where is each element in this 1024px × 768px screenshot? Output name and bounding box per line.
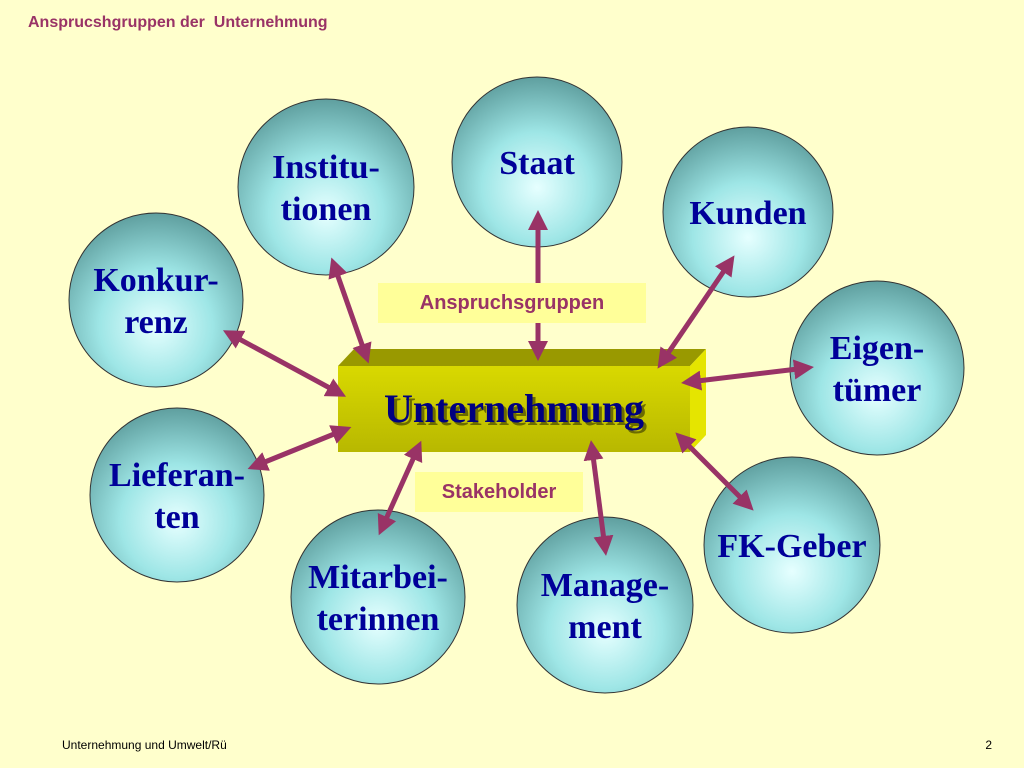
- arrow-lieferanten: [247, 425, 352, 471]
- arrow-mitarbeiterinnen: [377, 440, 423, 536]
- center-box-front: [338, 366, 690, 452]
- arrow-kunden: [657, 255, 735, 369]
- node-circle: [290, 509, 466, 685]
- arrow-management: [583, 440, 614, 556]
- node-konkurrenz: Konkur-renz: [68, 212, 244, 388]
- arrow-eigentuemer: [681, 359, 814, 391]
- node-label: FK-Geber: [717, 528, 866, 565]
- node-label: tionen: [281, 191, 372, 228]
- page-number: 2: [985, 738, 992, 752]
- node-label: renz: [124, 304, 188, 341]
- node-fk-geber: FK-Geber: [703, 456, 881, 634]
- node-label: terinnen: [317, 601, 440, 638]
- arrow-fk-geber: [675, 432, 754, 511]
- node-label: Mitarbei-: [308, 559, 448, 596]
- node-label: Lieferan-: [109, 457, 245, 494]
- arrow-konkurrenz: [222, 330, 347, 397]
- arrow-institutionen: [328, 257, 372, 364]
- node-label: tümer: [833, 372, 922, 409]
- node-institutionen: Institu-tionen: [237, 98, 415, 276]
- node-mitarbeiterinnen: Mitarbei-terinnen: [290, 509, 466, 685]
- node-circle: [237, 98, 415, 276]
- tag-stakeholder: Stakeholder: [415, 472, 583, 512]
- node-staat: Staat: [451, 76, 623, 248]
- footer-text: Unternehmung und Umwelt/Rü: [62, 738, 227, 752]
- node-circle: [789, 280, 965, 456]
- node-eigentuemer: Eigen-tümer: [789, 280, 965, 456]
- node-circle: [89, 407, 265, 583]
- node-circle: [68, 212, 244, 388]
- center-label: Unternehmung: [384, 386, 644, 431]
- node-label: ten: [154, 499, 199, 536]
- node-label: Konkur-: [93, 262, 218, 299]
- node-label: ment: [568, 609, 642, 646]
- center-label-shadow: Unternehmung: [387, 389, 647, 434]
- node-management: Manage-ment: [516, 516, 694, 694]
- center-box-side: [690, 349, 706, 452]
- node-label: Institu-: [272, 149, 380, 186]
- node-label: Eigen-: [830, 330, 924, 367]
- slide-title: Ansprucshgruppen der Unternehmung: [28, 14, 328, 31]
- center-box-top: [338, 349, 706, 366]
- node-label: Staat: [499, 145, 575, 182]
- node-circle: [662, 126, 834, 298]
- tag-anspruchsgruppen: Anspruchsgruppen: [378, 283, 646, 323]
- node-label: Kunden: [689, 195, 806, 232]
- node-kunden: Kunden: [662, 126, 834, 298]
- node-label: Manage-: [541, 567, 669, 604]
- center-box: Unternehmung Unternehmung: [338, 349, 706, 452]
- node-lieferanten: Lieferan-ten: [89, 407, 265, 583]
